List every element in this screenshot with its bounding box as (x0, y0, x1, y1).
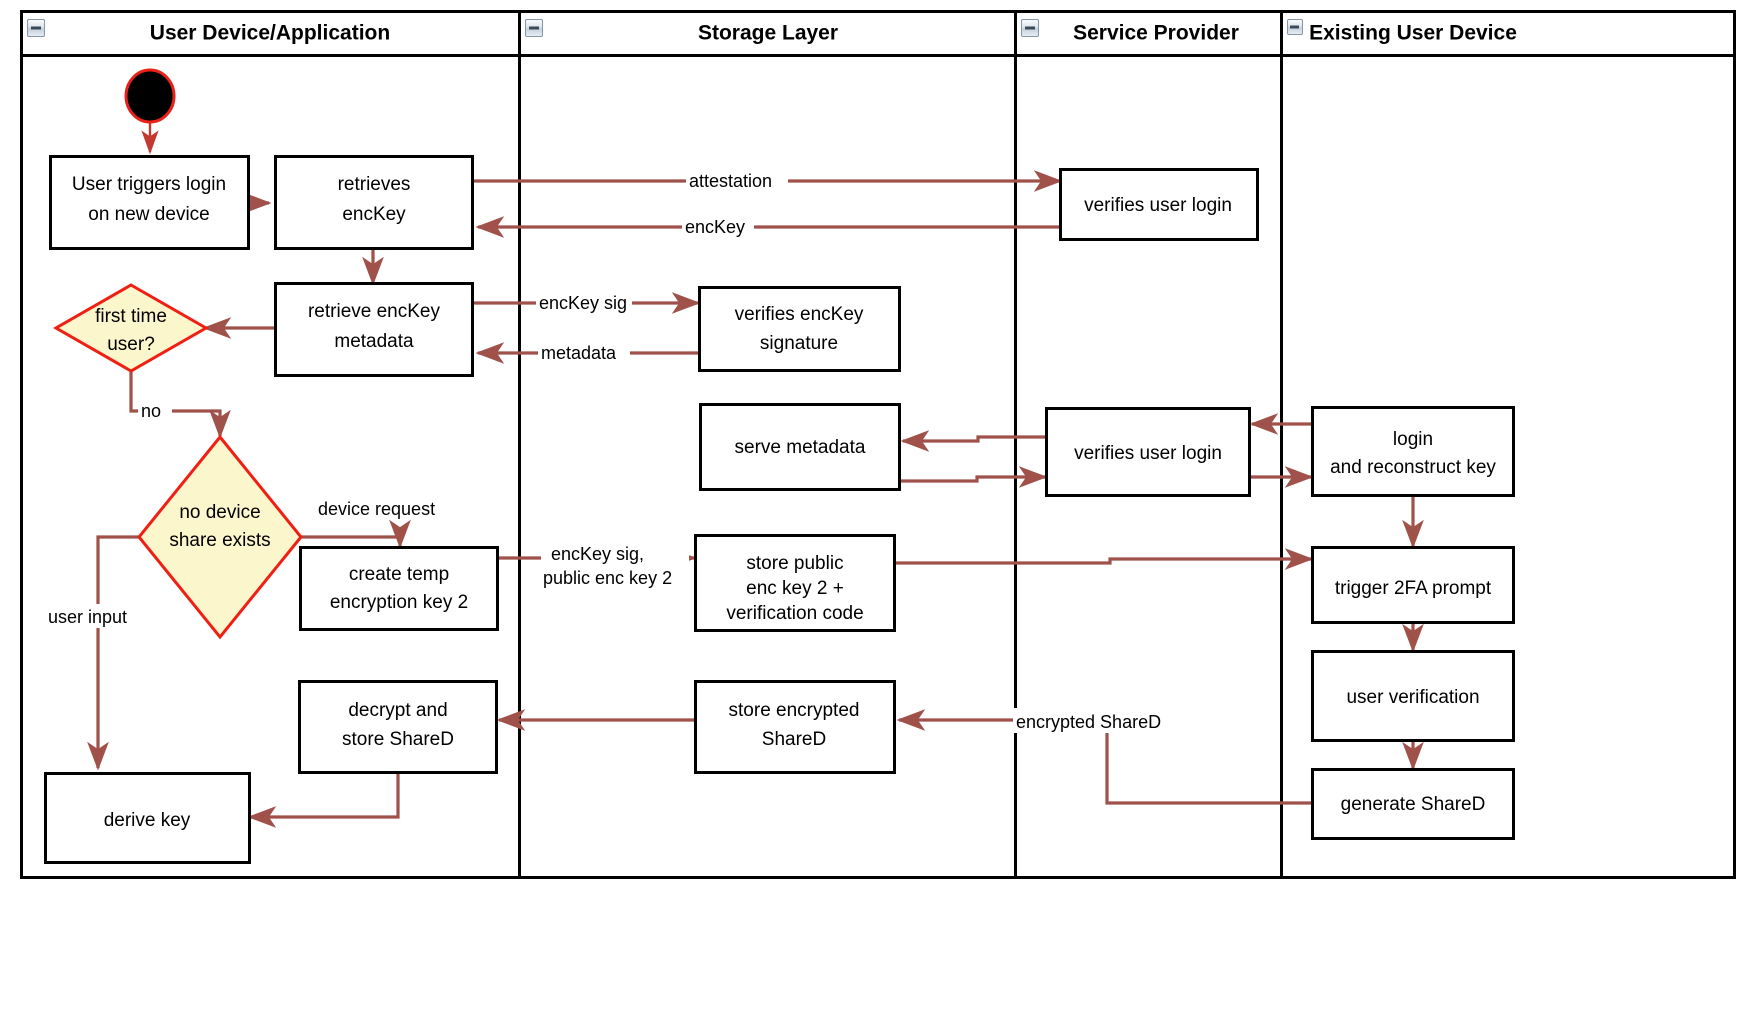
node-label-line: and reconstruct key (1330, 457, 1496, 478)
node-label-line: no device (179, 502, 260, 523)
node-store-public-enc-key[interactable]: store public enc key 2 + verification co… (694, 534, 896, 632)
node-label-line: derive key (104, 810, 191, 831)
node-label-line: login (1393, 429, 1433, 450)
edge-label-user-input: user input (48, 607, 127, 627)
lane-title-storage: Storage Layer (698, 22, 838, 45)
node-label-line: on new device (88, 204, 209, 225)
lane-title-existing-device: Existing User Device (1309, 22, 1517, 45)
edge-user-input (87, 535, 139, 771)
node-label-line: serve metadata (735, 437, 866, 458)
edge-label-encrypted-shared: encrypted ShareD (1016, 712, 1161, 732)
node-decision-first-time-user[interactable]: first time user? (52, 283, 210, 373)
edge-encrypted-shared (896, 709, 1311, 805)
node-label-line: first time (95, 306, 167, 327)
node-decrypt-and-store-shared[interactable]: decrypt and store ShareD (298, 680, 498, 774)
edge-no-branch (129, 372, 231, 439)
node-label-line: retrieves (338, 174, 411, 195)
node-label-line: generate ShareD (1341, 794, 1486, 815)
node-retrieves-enckey[interactable]: retrieves encKey (274, 155, 474, 250)
edge-verify2-to-serve-metadata (900, 430, 1045, 452)
node-label-line: signature (760, 333, 838, 354)
lane-header-existing-device[interactable]: Existing User Device (1287, 19, 1517, 45)
node-serve-metadata[interactable]: serve metadata (699, 403, 901, 491)
node-label-line: encryption key 2 (330, 592, 468, 613)
node-label-line: share exists (169, 530, 270, 551)
node-user-verification[interactable]: user verification (1311, 650, 1515, 742)
node-label-line: verifies encKey (735, 304, 864, 325)
edge-store-public-to-2fa (894, 548, 1314, 570)
node-label-line: retrieve encKey (308, 301, 441, 322)
lane-title-user-device: User Device/Application (150, 22, 390, 45)
node-verifies-user-login-2[interactable]: verifies user login (1045, 407, 1251, 497)
node-login-and-reconstruct-key[interactable]: login and reconstruct key (1311, 406, 1515, 497)
lane-header-storage[interactable]: Storage Layer (525, 19, 839, 45)
node-retrieve-enckey-metadata[interactable]: retrieve encKey metadata (274, 282, 474, 377)
pool-frame (20, 10, 1736, 879)
minus-box-icon[interactable] (525, 19, 543, 37)
edge-label-enckeysig-line2: public enc key 2 (543, 568, 672, 588)
node-label-line: user? (107, 334, 155, 355)
node-label-line: decrypt and (348, 700, 447, 721)
node-label-line: trigger 2FA prompt (1335, 578, 1492, 599)
edge-serve-metadata-to-verify2 (899, 466, 1048, 488)
node-store-encrypted-shared[interactable]: store encrypted ShareD (694, 680, 896, 774)
node-derive-key[interactable]: derive key (44, 772, 251, 864)
minus-box-icon[interactable] (27, 19, 45, 37)
node-generate-shared[interactable]: generate ShareD (1311, 768, 1515, 840)
node-label-line: User triggers login (72, 174, 226, 195)
edge-label-device-request: device request (318, 499, 435, 519)
node-verifies-enckey-signature[interactable]: verifies encKey signature (698, 286, 901, 372)
lane-header-service-provider[interactable]: Service Provider (1021, 19, 1239, 45)
minus-box-icon[interactable] (1287, 19, 1303, 35)
node-label-line: verification code (726, 603, 863, 624)
node-label-line: store public (746, 553, 843, 574)
node-label-line: metadata (334, 331, 414, 352)
node-label-line: verifies user login (1074, 443, 1222, 464)
node-label-line: ShareD (762, 729, 826, 750)
node-label-line: enc key 2 + (746, 578, 844, 599)
edge-label-no: no (141, 401, 161, 421)
edge-decrypt-to-derive (247, 772, 400, 828)
edge-device-request (300, 519, 411, 549)
edge-label-enckey-sig: encKey sig (539, 293, 627, 313)
edge-labels: attestation encKey encKey sig metadata n… (45, 168, 1181, 733)
edge-label-enckeysig-line1: encKey sig, (551, 544, 644, 564)
node-user-triggers-login[interactable]: User triggers login on new device (49, 155, 250, 250)
node-label-line: create temp (349, 564, 449, 585)
node-label-line: store ShareD (342, 729, 454, 750)
node-trigger-2fa-prompt[interactable]: trigger 2FA prompt (1311, 546, 1515, 624)
edge-label-attestation: attestation (689, 171, 772, 191)
initial-node (124, 68, 176, 124)
lane-header-user-device[interactable]: User Device/Application (27, 19, 391, 45)
node-create-temp-encryption-key[interactable]: create temp encryption key 2 (299, 546, 499, 631)
node-label-line: user verification (1346, 687, 1479, 708)
minus-box-icon[interactable] (1021, 19, 1039, 37)
edge-label-metadata: metadata (541, 343, 617, 363)
node-label-line: encKey (342, 204, 406, 225)
node-decision-no-device-share[interactable]: no device share exists (137, 434, 303, 640)
node-label-line: verifies user login (1084, 195, 1232, 216)
lane-title-service-provider: Service Provider (1073, 22, 1239, 45)
edge-label-enckey: encKey (685, 217, 745, 237)
node-label-line: store encrypted (729, 700, 860, 721)
node-verifies-user-login-1[interactable]: verifies user login (1059, 168, 1259, 241)
